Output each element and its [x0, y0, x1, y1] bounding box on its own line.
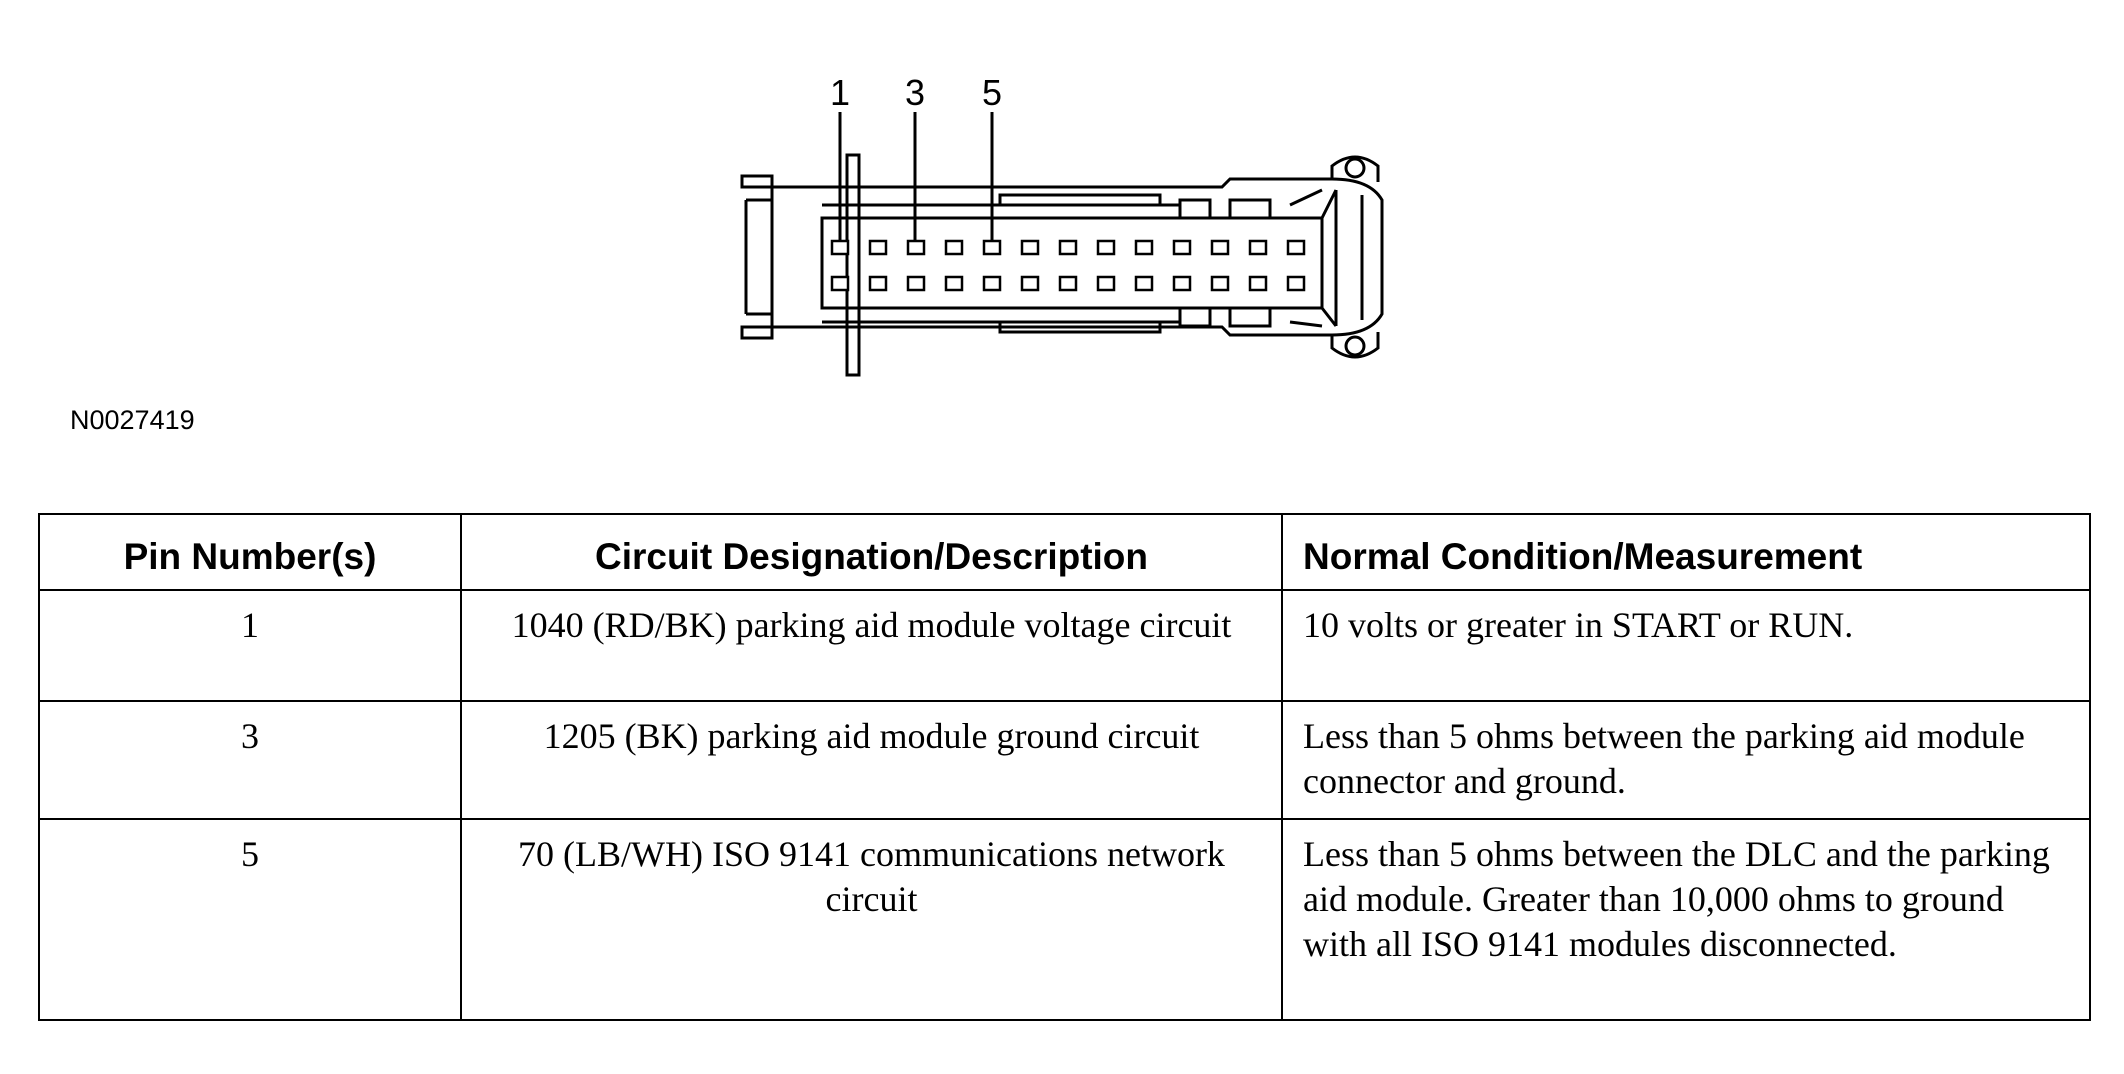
- pin-cavity: [830, 275, 850, 292]
- pin-label-5: 5: [982, 72, 1002, 113]
- pin-cavity: [944, 239, 964, 256]
- table-row: 3 1205 (BK) parking aid module ground ci…: [38, 700, 2091, 820]
- pin-cavity: [830, 239, 850, 256]
- pin-callouts: 1 3 5: [830, 72, 1002, 243]
- header-normal-condition: Normal Condition/Measurement: [1281, 513, 2091, 591]
- pin-cavity: [1058, 275, 1078, 292]
- pin-cavity: [1286, 239, 1306, 256]
- pin-cavity: [906, 239, 926, 256]
- figure-id: N0027419: [70, 405, 195, 435]
- pin-cavity: [1172, 275, 1192, 292]
- pin-cavity: [1134, 275, 1154, 292]
- pin-number-cell: 1: [38, 589, 462, 702]
- pin-label-1: 1: [830, 72, 850, 113]
- pin-number-cell: 5: [38, 818, 462, 1021]
- pin-cavity: [906, 275, 926, 292]
- header-circuit-description: Circuit Designation/Description: [460, 513, 1283, 591]
- pin-cavity: [868, 275, 888, 292]
- normal-condition-cell: 10 volts or greater in START or RUN.: [1281, 589, 2091, 702]
- table-row: 5 70 (LB/WH) ISO 9141 communications net…: [38, 818, 2091, 1021]
- pin-cavity: [1058, 239, 1078, 256]
- pin-cavity: [868, 239, 888, 256]
- pin-cavity: [1286, 275, 1306, 292]
- pin-cavity: [1210, 275, 1230, 292]
- circuit-description-cell: 70 (LB/WH) ISO 9141 communications netwo…: [460, 818, 1283, 1021]
- pin-cavity: [1248, 239, 1268, 256]
- pin-cavity: [982, 275, 1002, 292]
- pin-cavity: [1020, 275, 1040, 292]
- pin-cavities-top-row: [830, 239, 1306, 256]
- pin-cavity: [1096, 239, 1116, 256]
- normal-condition-cell: Less than 5 ohms between the DLC and the…: [1281, 818, 2091, 1021]
- pin-cavity: [1248, 275, 1268, 292]
- header-pin-numbers: Pin Number(s): [38, 513, 462, 591]
- circuit-description-cell: 1205 (BK) parking aid module ground circ…: [460, 700, 1283, 820]
- circuit-description-cell: 1040 (RD/BK) parking aid module voltage …: [460, 589, 1283, 702]
- pin-cavity: [1020, 239, 1040, 256]
- pin-cavities-bottom-row: [830, 275, 1306, 292]
- pin-table: Pin Number(s) Circuit Designation/Descri…: [38, 513, 2091, 1021]
- pin-cavity: [944, 275, 964, 292]
- connector-housing: [740, 153, 1384, 377]
- pin-cavity: [1172, 239, 1192, 256]
- normal-condition-cell: Less than 5 ohms between the parking aid…: [1281, 700, 2091, 820]
- pin-label-3: 3: [905, 72, 925, 113]
- table-header-row: Pin Number(s) Circuit Designation/Descri…: [38, 513, 2091, 591]
- pin-cavity: [982, 239, 1002, 256]
- pin-cavity: [1210, 239, 1230, 256]
- table-row: 1 1040 (RD/BK) parking aid module voltag…: [38, 589, 2091, 702]
- pin-number-cell: 3: [38, 700, 462, 820]
- pin-cavity: [1096, 275, 1116, 292]
- connector-diagram: 1 3 5: [740, 72, 1384, 377]
- pin-cavity: [1134, 239, 1154, 256]
